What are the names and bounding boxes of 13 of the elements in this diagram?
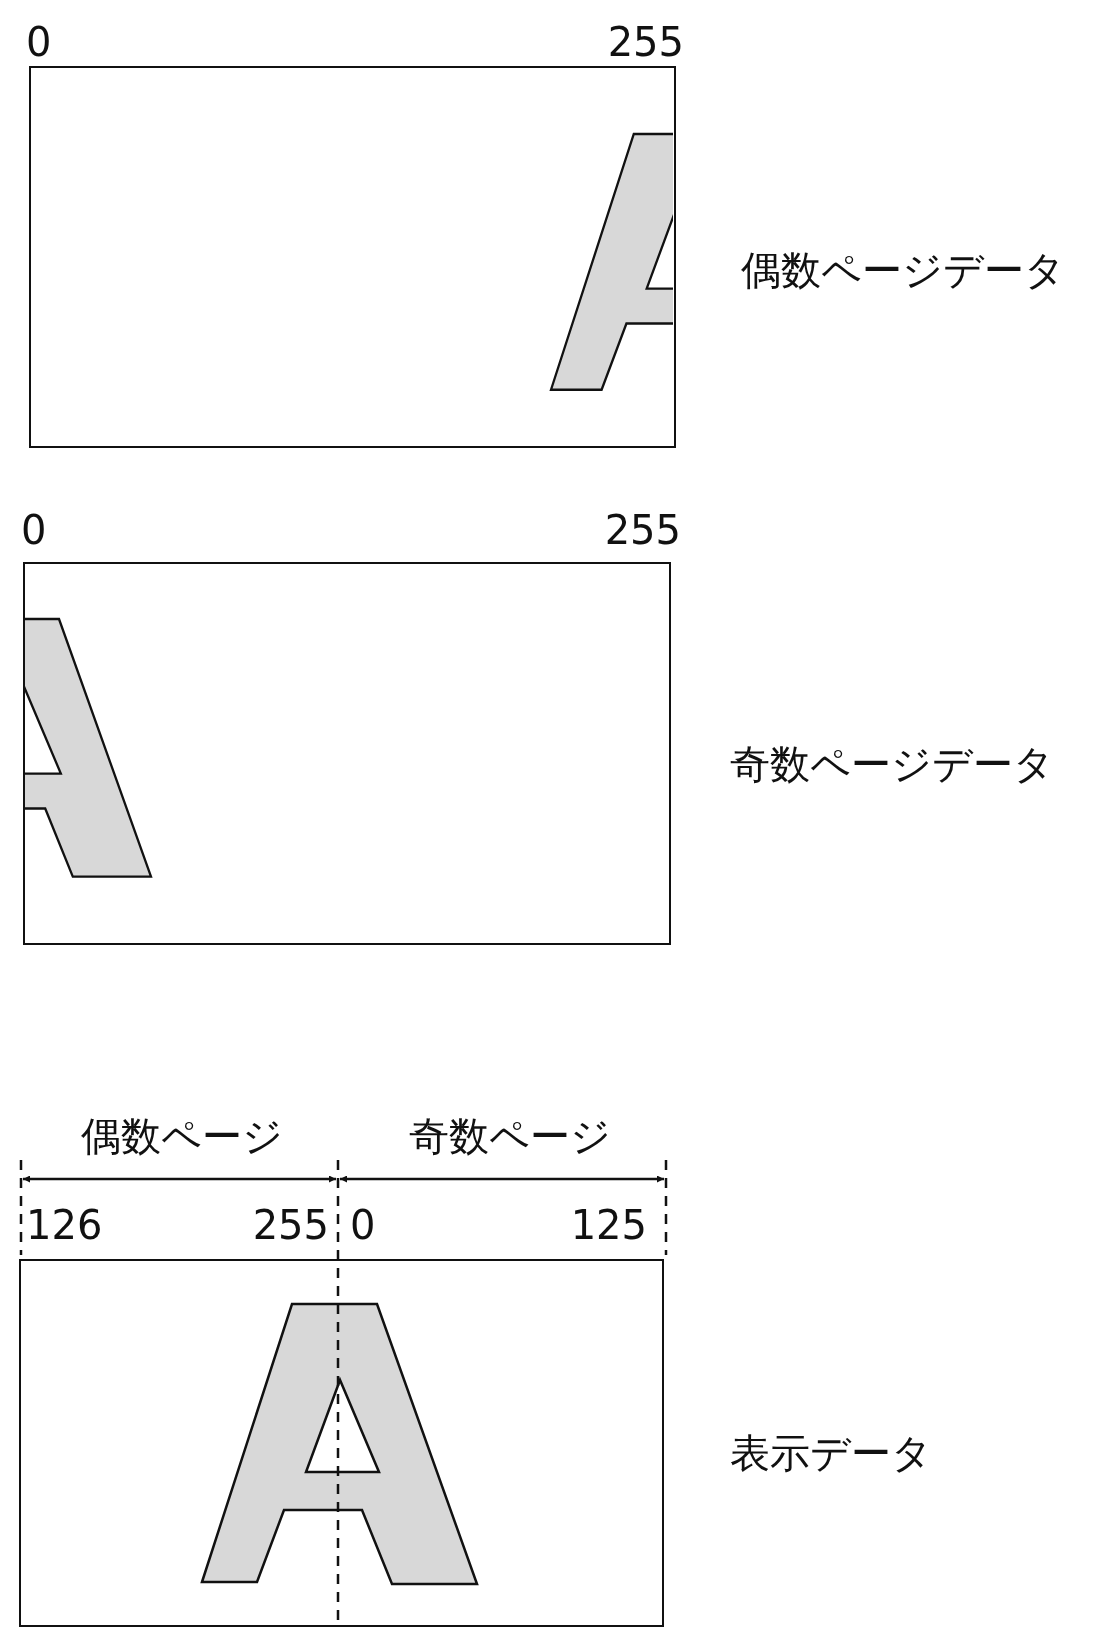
scale-number: 255 [252,1205,329,1245]
section-label: 偶数ページ [81,1116,283,1156]
page-label: 偶数ページデータ [741,250,1065,290]
scale-number: 0 [26,22,52,62]
scale-number: 125 [570,1205,647,1245]
scale-number: 0 [21,510,47,550]
section-label: 奇数ページ [409,1116,611,1156]
page-label: 奇数ページデータ [730,744,1054,784]
scale-number: 0 [350,1205,376,1245]
page-label: 表示データ [730,1433,932,1473]
scale-number: 255 [607,22,684,62]
scale-number: 126 [26,1205,103,1245]
scale-number: 255 [604,510,681,550]
